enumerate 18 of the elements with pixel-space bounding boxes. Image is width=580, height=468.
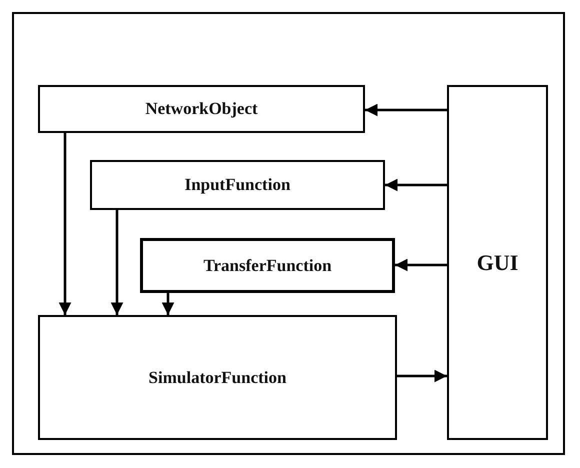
process-box: [140, 238, 395, 293]
arrow: [385, 178, 447, 192]
arrow: [365, 104, 447, 116]
arrow: [162, 293, 174, 315]
box-label: GUI: [476, 250, 518, 276]
arrow: [110, 210, 124, 315]
arrow: [58, 133, 72, 315]
process-box: [38, 85, 365, 133]
process-box: [447, 85, 548, 440]
process-box: [38, 315, 397, 440]
arrow: [397, 370, 447, 382]
process-box: [90, 160, 385, 210]
arrow: [395, 258, 447, 272]
box-label: InputFunction: [184, 175, 290, 195]
box-label: SimulatorFunction: [148, 368, 286, 388]
box-label: NetworkObject: [145, 99, 258, 119]
frame-box: [12, 12, 565, 455]
box-label: TransferFunction: [203, 256, 332, 276]
